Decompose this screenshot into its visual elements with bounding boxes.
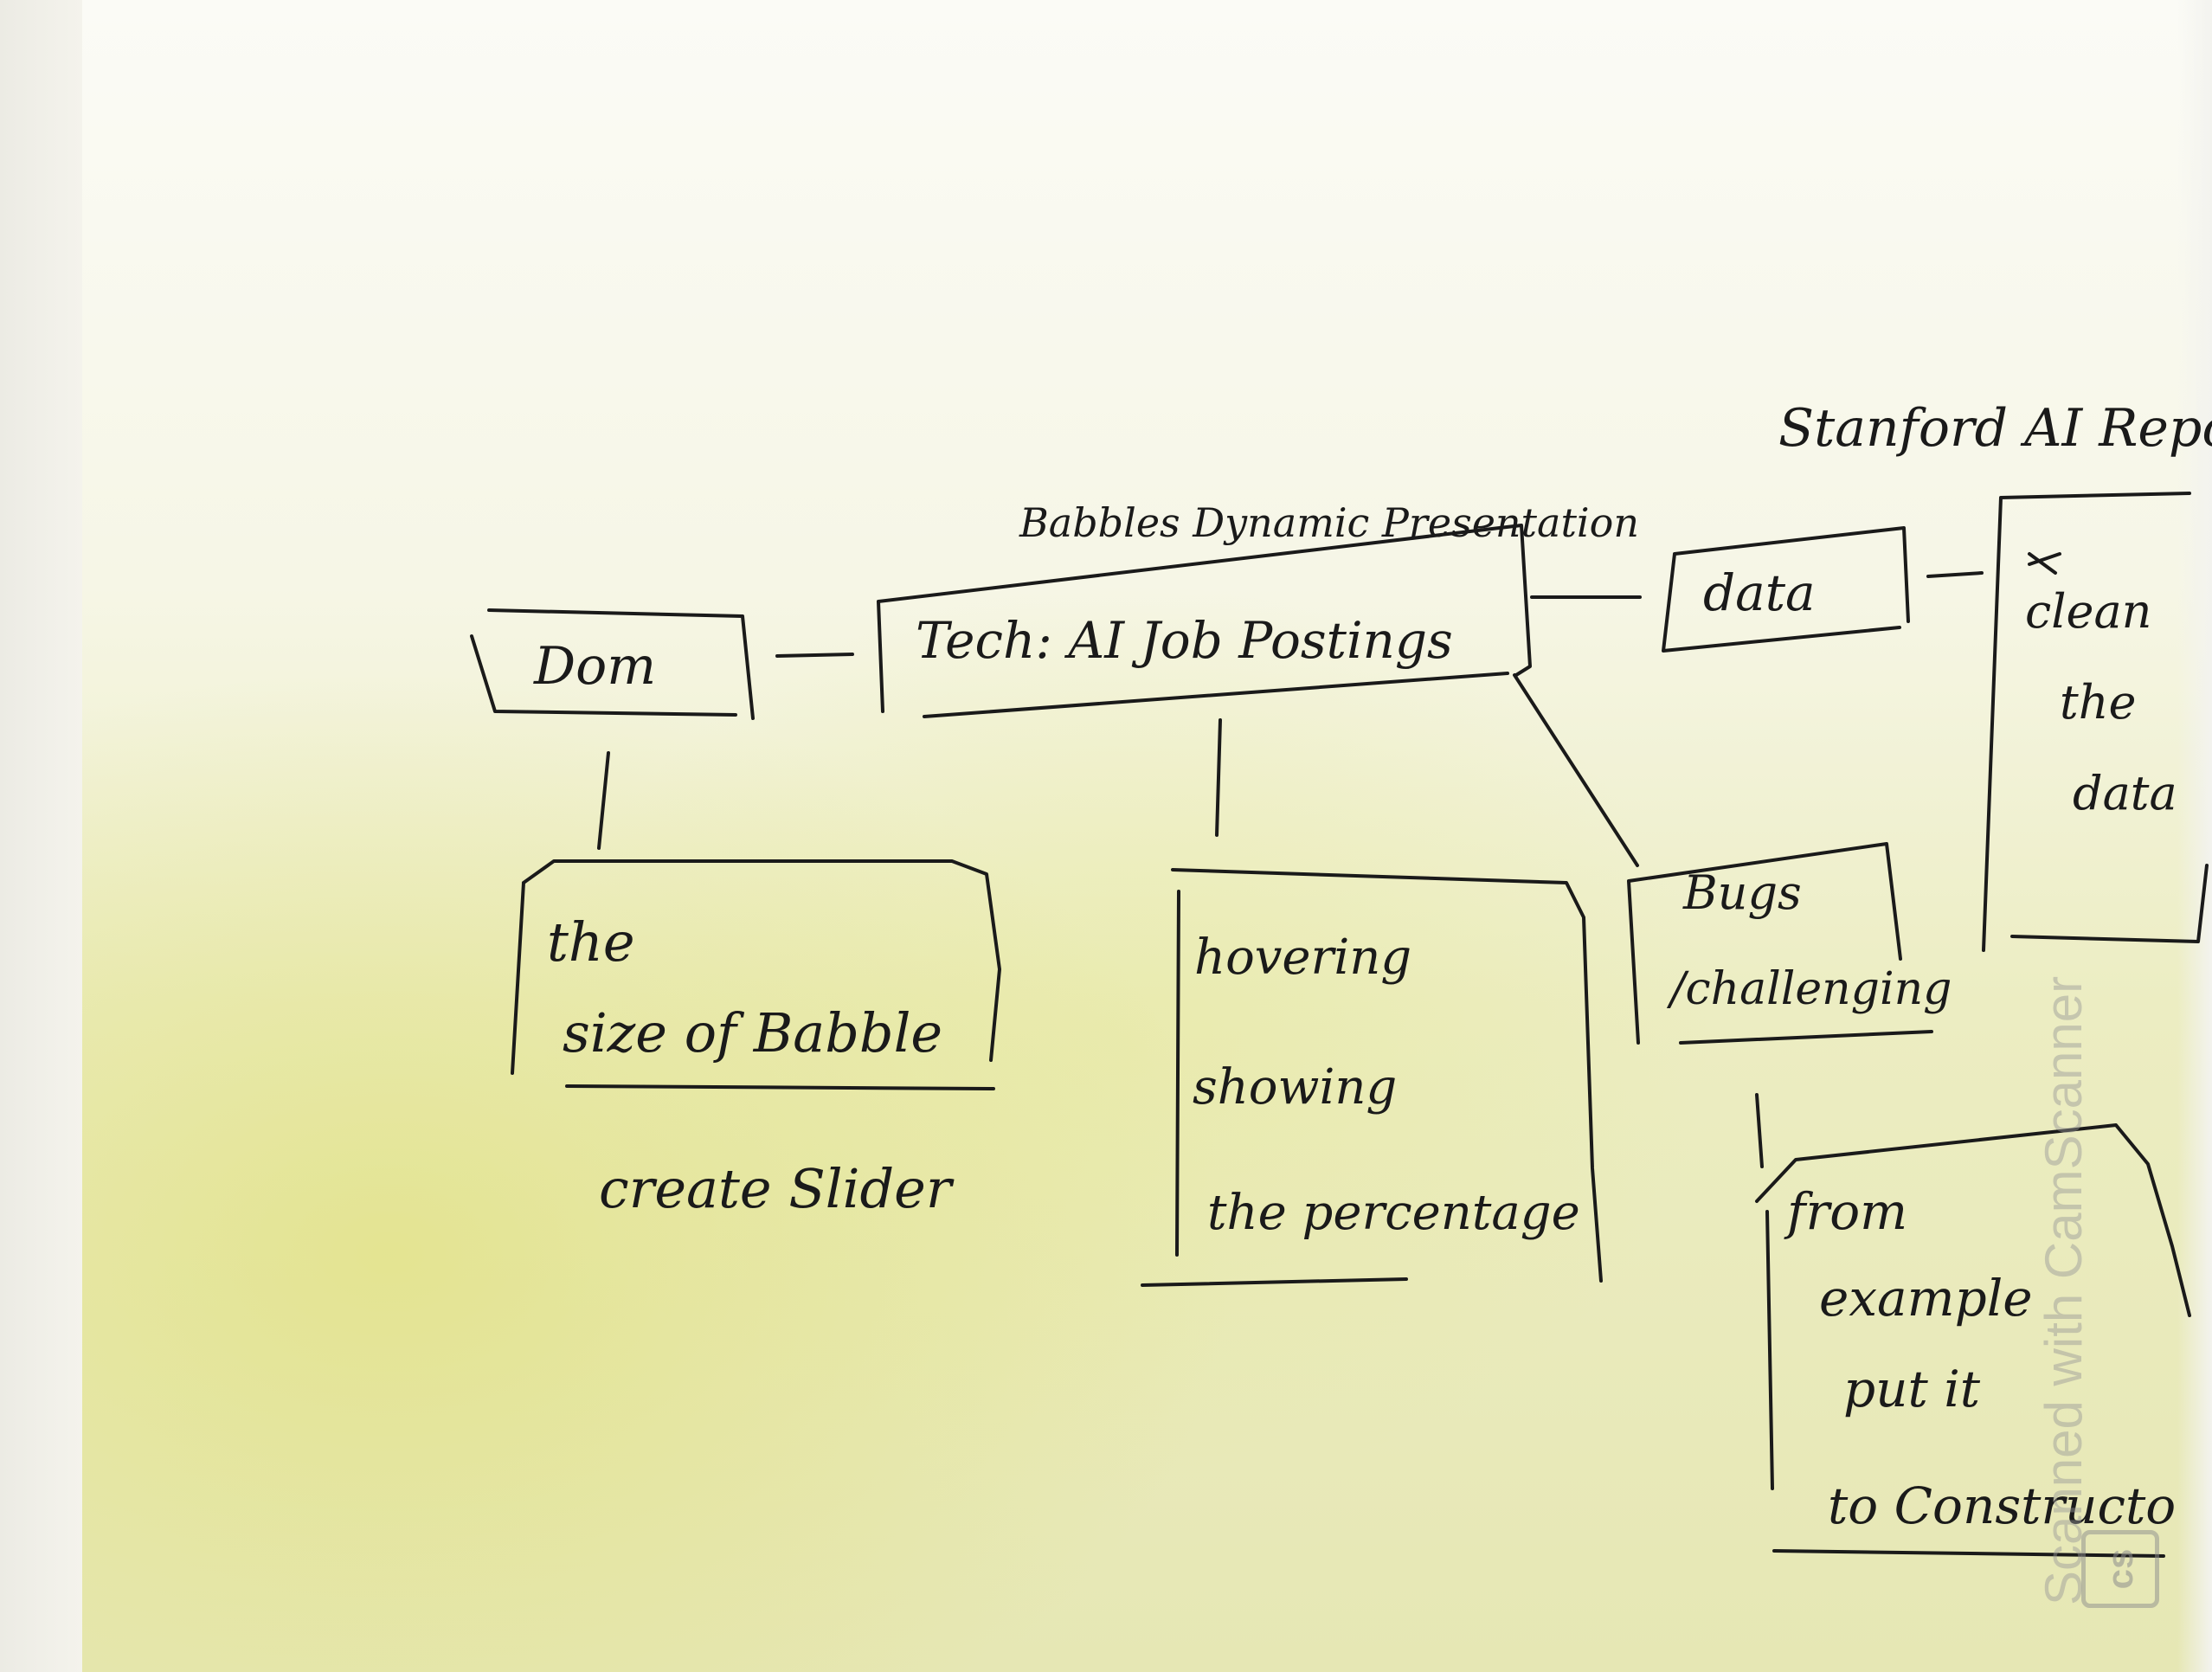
bugs-box bbox=[1627, 842, 1933, 1045]
paper-right-edge bbox=[2177, 0, 2212, 1672]
node-example-line3: put it bbox=[1843, 1360, 1981, 1418]
dom-box bbox=[470, 608, 755, 720]
node-data: data bbox=[1703, 563, 1816, 622]
connector-tech-bugs bbox=[1513, 673, 1639, 867]
main-box bbox=[877, 524, 1532, 718]
clean-box bbox=[1982, 492, 2209, 952]
node-example-line2: example bbox=[1819, 1269, 2033, 1328]
node-clean-line2: the bbox=[2060, 675, 2136, 730]
node-clean-line3: data bbox=[2073, 766, 2177, 820]
scanner-badge-icon: cs bbox=[2081, 1530, 2159, 1608]
node-clean-line1: clean bbox=[2025, 584, 2151, 639]
node-slider: create Slider bbox=[599, 1157, 955, 1220]
node-hover-line1: hovering bbox=[1194, 929, 1411, 986]
node-bugs-line2: /challenging bbox=[1666, 963, 1952, 1015]
size-box bbox=[511, 859, 1001, 1090]
connector-data-clean bbox=[1926, 571, 1984, 578]
strike-mark bbox=[2028, 552, 2061, 575]
node-main: Tech: AI Job Postings bbox=[916, 611, 1453, 670]
node-dom: Dom bbox=[533, 636, 656, 697]
node-example-line1: from bbox=[1784, 1182, 1907, 1241]
node-example-line4: to Constructo bbox=[1828, 1476, 2176, 1535]
node-hover-line2: showing bbox=[1193, 1059, 1397, 1116]
connector-tech-hover bbox=[1215, 718, 1222, 837]
node-bugs-line1: Bugs bbox=[1682, 865, 1802, 920]
connector-bugs-example bbox=[1755, 1093, 1764, 1168]
node-size-line2: size of Babble bbox=[563, 1001, 942, 1064]
connector-dom-size bbox=[597, 751, 610, 850]
header-title: Babbles Dynamic Presentation bbox=[1019, 499, 1639, 546]
paper-left-edge bbox=[0, 0, 82, 1672]
header-source: Stanford AI Repor bbox=[1778, 398, 2212, 459]
node-hover-line3: the percentage bbox=[1207, 1185, 1580, 1241]
example-box bbox=[1755, 1123, 2191, 1558]
node-size-line1: the bbox=[547, 910, 635, 974]
hover-box bbox=[1141, 868, 1603, 1287]
data-box bbox=[1662, 526, 1910, 653]
connector-dom-tech bbox=[775, 653, 854, 658]
